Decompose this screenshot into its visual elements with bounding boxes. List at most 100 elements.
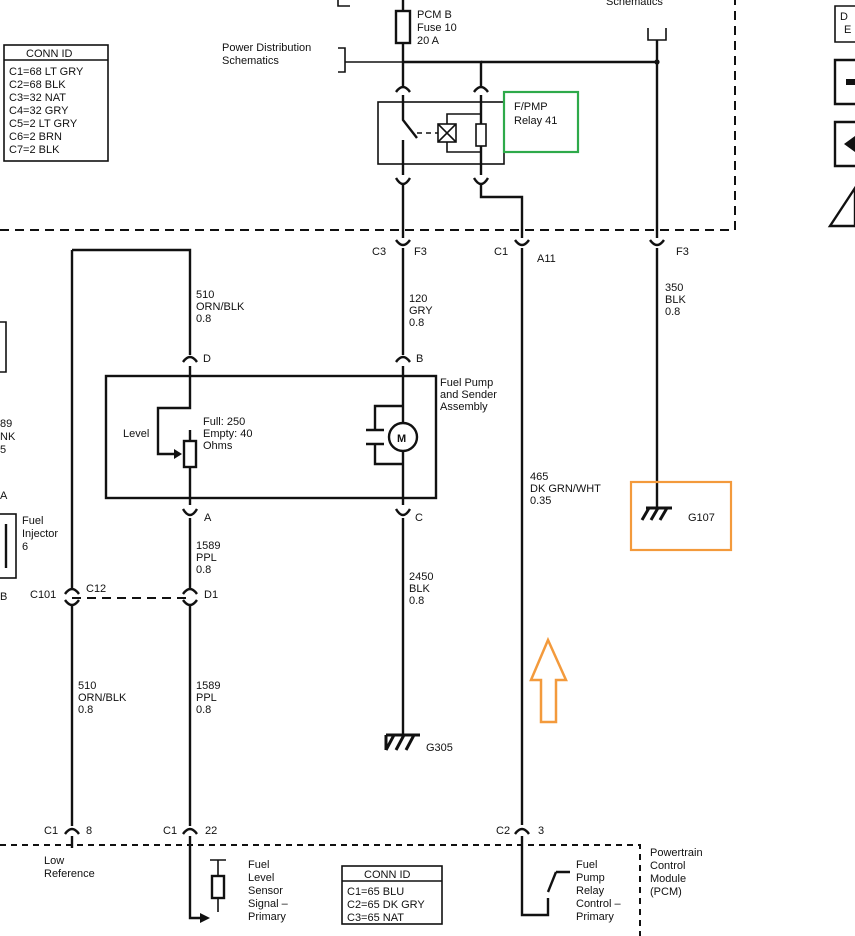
ground-g107-label: G107: [688, 512, 715, 524]
wiper-arrow-icon: [174, 449, 182, 459]
wire-label: 0.8: [409, 317, 424, 329]
power-dist-bracket: [338, 47, 403, 73]
level-signal-label-4: Signal –: [248, 898, 289, 910]
wire-label: GRY: [409, 305, 433, 317]
wire-label: 0.35: [530, 495, 551, 507]
relay-highlight-box: [502, 90, 580, 154]
connector-label-c101: C101: [30, 589, 56, 601]
minus-icon-box: [833, 58, 855, 106]
right-edge-box: [834, 5, 855, 43]
relay-label: F/PMP: [514, 101, 548, 113]
conn-id-row: C4=32 GRY: [9, 105, 69, 117]
connector-a: [181, 508, 199, 517]
wire-label: PPL: [196, 692, 217, 704]
conn-id-table-bottom: CONN ID C1=65 BLU C2=65 DK GRY C3=65 NAT: [341, 865, 443, 925]
relay-cup: [472, 177, 490, 186]
sender-wiper: [156, 366, 192, 456]
wire-level-signal: [188, 836, 204, 920]
injector-label: Fuel: [22, 515, 43, 527]
injector-label-2: Injector: [22, 528, 58, 540]
conn-id-table-top: CONN ID C1=68 LT GRY C2=68 BLK C3=32 NAT…: [3, 44, 109, 162]
wire-label: PPL: [196, 552, 217, 564]
level-resistor: [210, 874, 226, 900]
right-edge-fragment: D: [840, 11, 848, 23]
wire-label: 510: [78, 680, 96, 692]
wire-label: 2450: [409, 571, 433, 583]
relay-control-label-2: Pump: [576, 872, 605, 884]
pdc-boundary: [0, 0, 736, 231]
relay-cup: [473, 85, 489, 93]
connector-label-d: D: [203, 353, 211, 365]
ground-g305-label: G305: [426, 742, 453, 754]
connector-d1-lower: [182, 599, 198, 607]
connector-label-b: B: [416, 353, 423, 365]
wire-label: 1589: [196, 540, 220, 552]
left-edge-fragment: 89: [0, 418, 12, 430]
left-arrow-icon: [844, 136, 855, 152]
connector-c3: [395, 239, 411, 247]
pcm-label-2: Control: [650, 860, 685, 872]
relay-coil-x: [437, 123, 457, 143]
connector-c2-3: [514, 827, 530, 835]
assembly-label-2: and Sender: [440, 389, 497, 401]
conn-id-row: C2=65 DK GRY: [347, 899, 425, 911]
level-signal-label-3: Sensor: [248, 885, 283, 897]
relay-cup: [394, 177, 412, 186]
left-edge-fragment: NK: [0, 431, 16, 443]
conn-id-title: CONN ID: [26, 48, 73, 60]
connector-label: C1: [163, 825, 177, 837]
connector-label: C1: [44, 825, 58, 837]
wire-label: ORN/BLK: [196, 301, 245, 313]
connector-b: [395, 355, 411, 363]
minus-icon: [846, 79, 855, 85]
relay-control-label-5: Primary: [576, 911, 614, 923]
pcm-label-4: (PCM): [650, 886, 682, 898]
fuse-label-2: Fuse 10: [417, 22, 457, 34]
connector-label: C2: [496, 825, 510, 837]
splice-dot: [654, 59, 660, 65]
connector-pin: 3: [538, 825, 544, 837]
relay-box: [377, 101, 505, 165]
assembly-box: [104, 374, 438, 500]
wire-label: 120: [409, 293, 427, 305]
connector-c: [394, 508, 412, 517]
wire-label: 0.8: [409, 595, 424, 607]
connector-label-c12: C12: [86, 583, 106, 595]
up-arrow-icon: [529, 636, 568, 724]
wire-label: 1589: [196, 680, 220, 692]
wire-label: 0.8: [196, 704, 211, 716]
wire-relay-a11: [479, 185, 524, 238]
conn-id-row: C3=65 NAT: [347, 912, 404, 924]
wire-label: BLK: [665, 294, 686, 306]
connector-pin: 8: [86, 825, 92, 837]
left-arrow-icon-box: [833, 120, 855, 168]
level-signal-label: Fuel: [248, 859, 269, 871]
conn-id-row: C2=68 BLK: [9, 79, 66, 91]
relay-label-2: Relay 41: [514, 115, 557, 127]
ground-g107-highlight-box: [629, 480, 733, 552]
right-edge-fragment: E: [844, 24, 851, 36]
capacitor-symbol: [366, 428, 384, 446]
injector-box: [0, 513, 17, 579]
connector-d1: [182, 587, 198, 595]
relay-cup: [395, 85, 411, 93]
connector-d: [182, 355, 198, 363]
connector-c1-22: [182, 827, 198, 835]
connector-label-c: C: [415, 512, 423, 524]
connector-label-a: A: [204, 512, 212, 524]
conn-id-row: C7=2 BLK: [9, 144, 60, 156]
level-resistor-wires: [210, 859, 226, 912]
connector-c1-8: [64, 827, 80, 835]
assembly-label-3: Assembly: [440, 401, 488, 413]
connector-c1: [514, 239, 530, 247]
wire-label: 0.8: [196, 313, 211, 325]
wire-label: 0.8: [78, 704, 93, 716]
pcm-label-3: Module: [650, 873, 686, 885]
connector-pin: 22: [205, 825, 217, 837]
wire-label: ORN/BLK: [78, 692, 127, 704]
sender-spec: Full: 250: [203, 416, 245, 428]
assembly-label: Fuel Pump: [440, 377, 493, 389]
connector-label-f3b: F3: [676, 246, 689, 258]
ground-g107-symbol: [640, 506, 672, 521]
relay-control-switch: [520, 836, 570, 917]
